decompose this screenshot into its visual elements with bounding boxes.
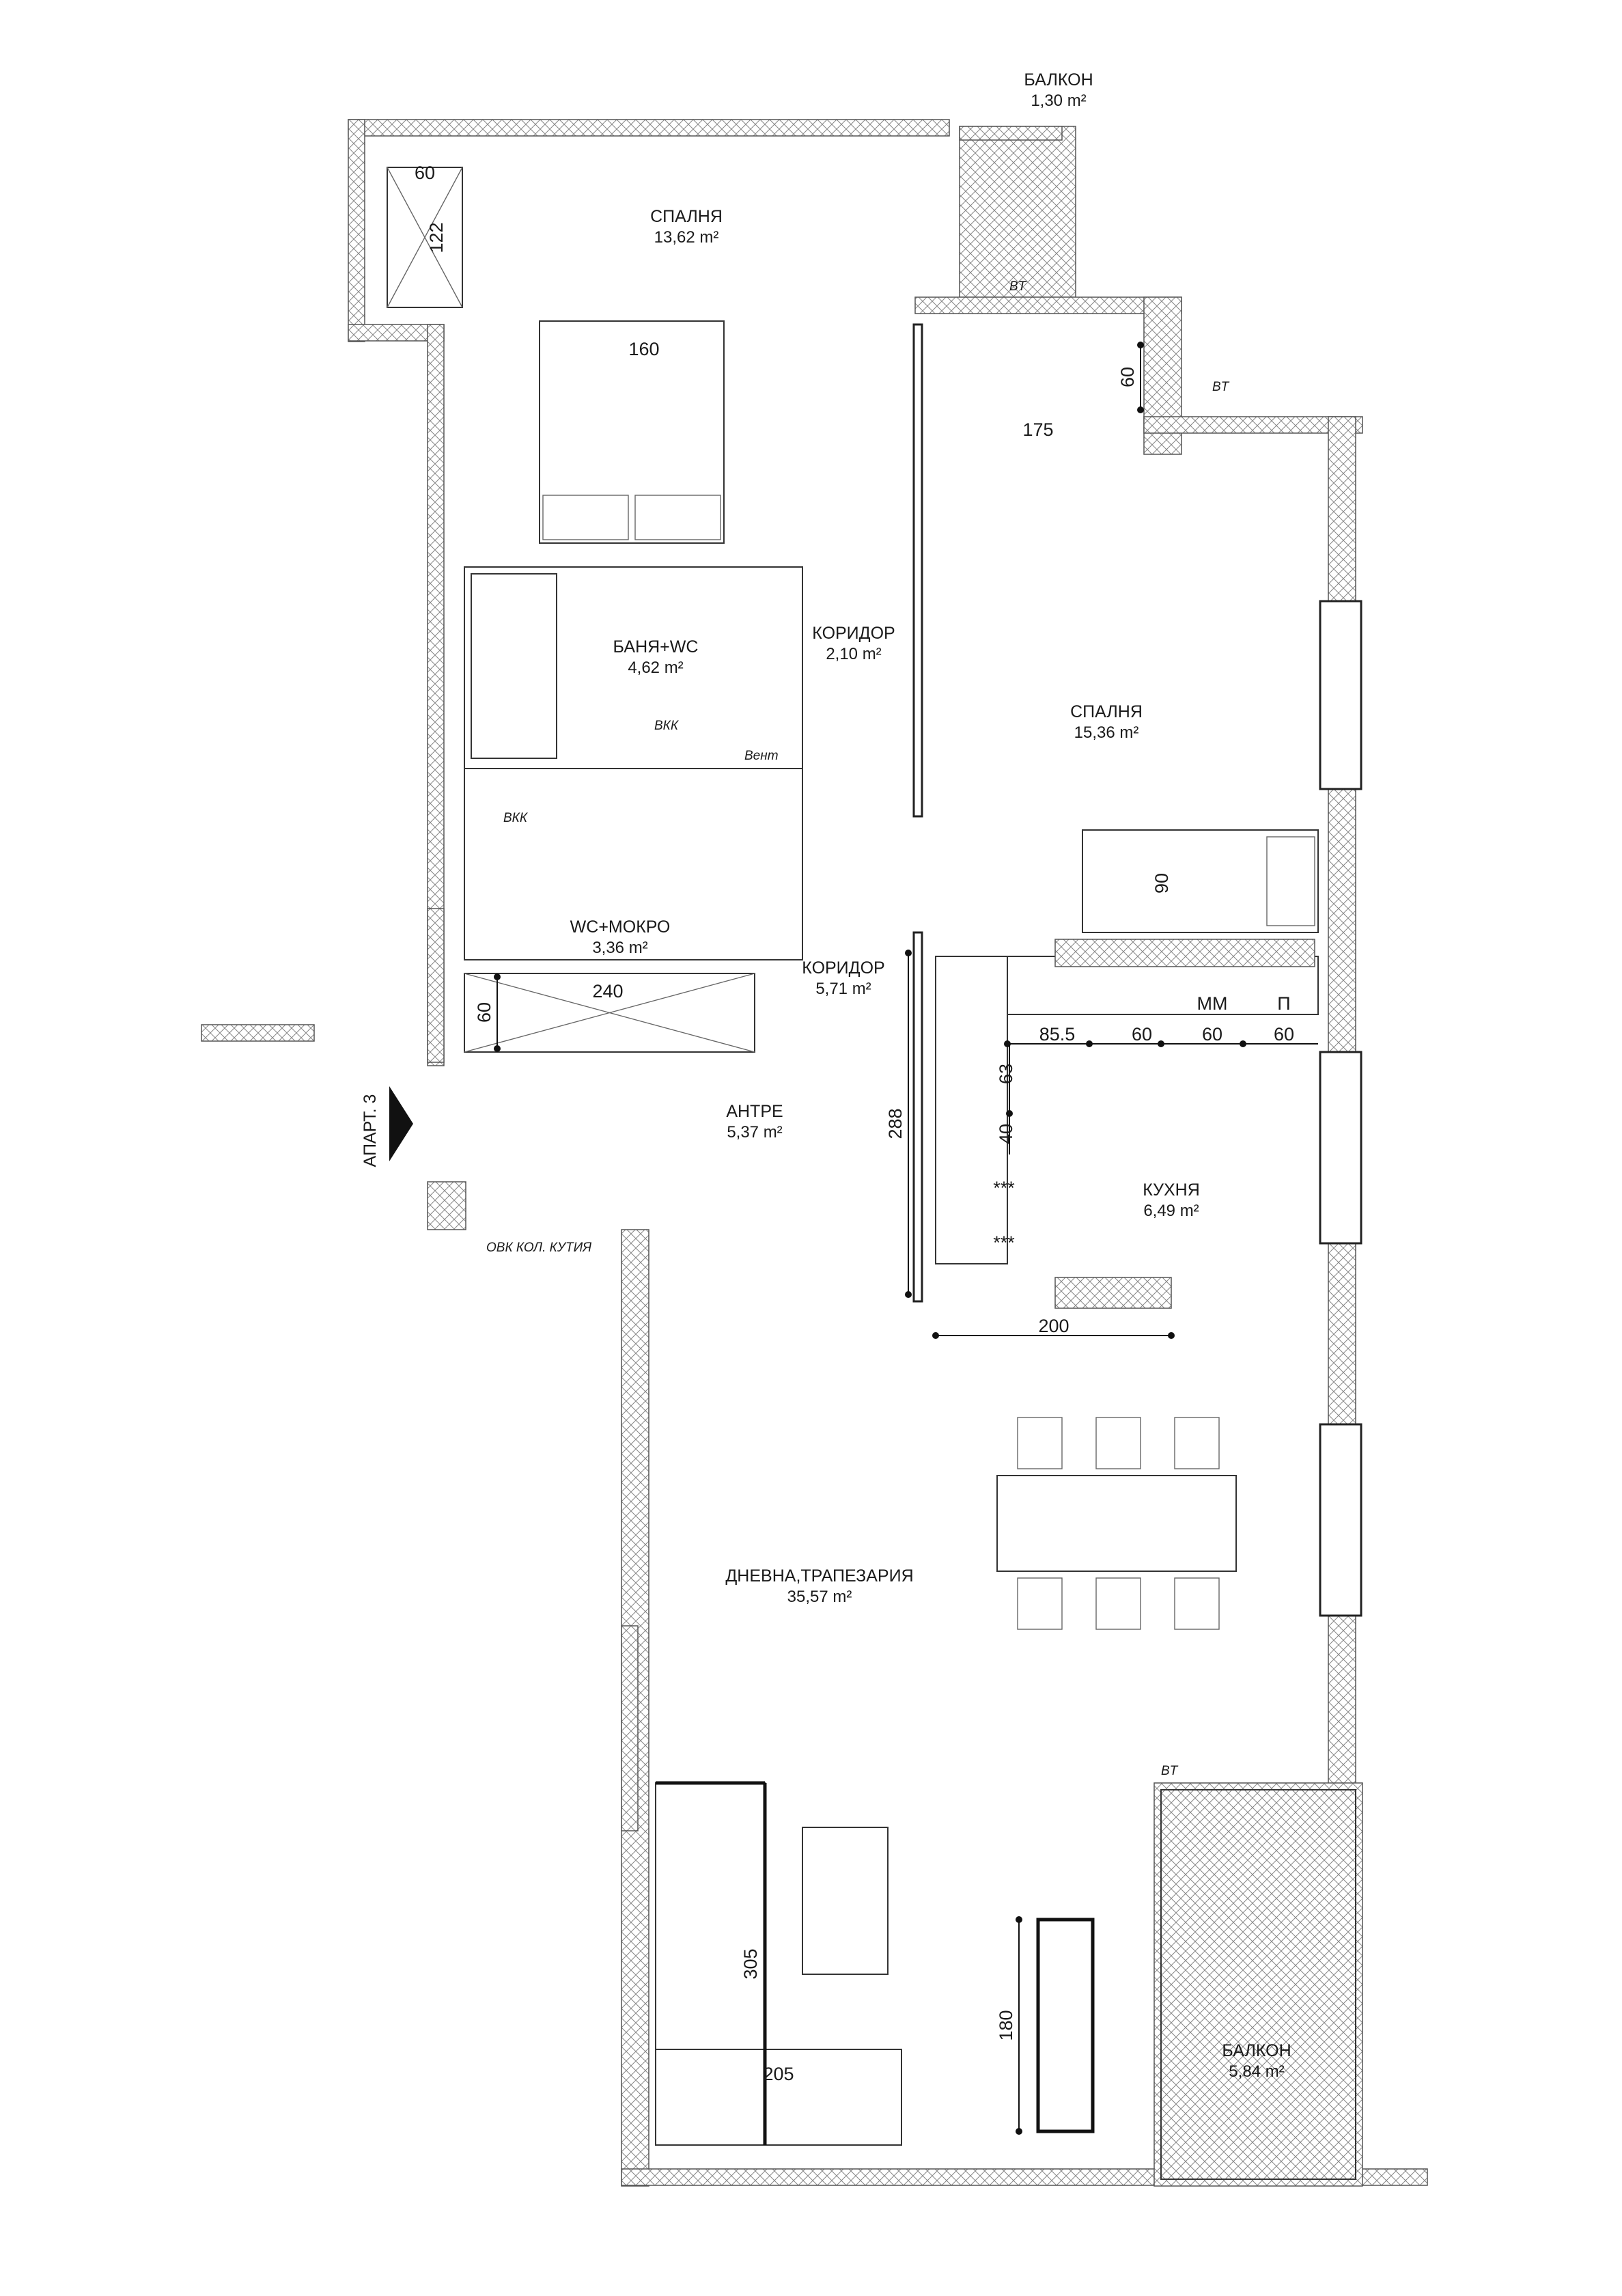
corridor-2-name: КОРИДОР [802,958,884,978]
dimension-labels: 60 122 160 60 175 90 240 60 85.5 60 60 6… [415,163,1318,2135]
dim-122: 122 [426,222,447,253]
dim-60-b: 60 [1202,1024,1222,1045]
vkk-label-2: ВКК [503,811,529,825]
dim-60-top: 60 [415,163,435,183]
apartment-label: АПАРТ. 3 [361,1094,380,1167]
balcony-bottom-area: 5,84 m² [1229,2062,1284,2081]
hall-name: АНТРЕ [726,1102,783,1121]
living-area: 35,57 m² [787,1588,852,1606]
ovk-label: ОВК КОЛ. КУТИЯ [486,1241,591,1255]
entrance-arrow-icon [389,1086,413,1161]
wc-area: 3,36 m² [592,939,647,957]
room-label-wc: WC+МОКРО 3,36 m² [570,917,671,957]
dim-205: 205 [763,2064,794,2084]
bt-label-3: BT [1161,1764,1179,1778]
bt-label-1: BT [1009,279,1027,294]
label-mm: ММ [1197,993,1228,1014]
dim-60-wardrobe: 60 [1117,367,1138,387]
bathroom-area: 4,62 m² [628,659,683,677]
room-label-corridor-1: КОРИДОР 2,10 m² [812,624,895,663]
room-label-bathroom: БАНЯ+WC 4,62 m² [613,637,699,677]
exterior-walls [201,119,1428,2187]
room-label-kitchen: КУХНЯ 6,49 m² [1143,1180,1200,1220]
vkk-label-1: ВКК [654,719,680,733]
apartment-entrance-marker: АПАРТ. 3 [361,1086,413,1167]
dim-40: 40 [996,1124,1016,1144]
dim-175: 175 [1022,419,1053,440]
dim-305: 305 [740,1948,761,1979]
hall-area: 5,37 m² [727,1123,782,1142]
dim-63: 63 [996,1064,1016,1084]
room-label-corridor-2: КОРИДОР 5,71 m² [802,958,884,998]
bedroom-2-area: 15,36 m² [1074,723,1139,742]
room-label-hall: АНТРЕ 5,37 m² [726,1102,783,1142]
wc-name: WC+МОКРО [570,917,671,937]
bedroom-2-name: СПАЛНЯ [1070,702,1143,721]
room-label-balcony-bottom: БАЛКОН 5,84 m² [1222,2041,1291,2081]
room-label-balcony-top: БАЛКОН 1,30 m² [1024,70,1093,110]
balcony-bottom-name: БАЛКОН [1222,2041,1291,2060]
bedroom-1-area: 13,62 m² [654,228,719,247]
dim-85-5: 85.5 [1039,1024,1076,1045]
bathroom-name: БАНЯ+WC [613,637,699,656]
dim-60-hall: 60 [474,1002,494,1023]
dim-240: 240 [592,981,623,1001]
dim-160: 160 [628,339,659,359]
dim-60-a: 60 [1132,1024,1152,1045]
dim-200: 200 [1038,1316,1069,1336]
dim-90: 90 [1151,873,1172,894]
corridor-1-area: 2,10 m² [826,645,881,663]
living-name: ДНЕВНА,ТРАПЕЗАРИЯ [725,1566,913,1586]
kitchen-name: КУХНЯ [1143,1180,1200,1200]
kitchen-area: 6,49 m² [1143,1202,1199,1220]
annotation-notes: BT BT BT ВКК ВКК Вент ОВК КОЛ. КУТИЯ ***… [486,279,1230,1778]
stars-label-1: *** [993,1178,1015,1198]
vent-label: Вент [744,749,779,763]
bt-label-2: BT [1212,380,1230,394]
room-label-bedroom-2: СПАЛНЯ 15,36 m² [1070,702,1143,742]
corridor-2-area: 5,71 m² [815,980,871,998]
label-p: П [1277,993,1290,1014]
balcony-top-area: 1,30 m² [1031,92,1086,110]
corridor-1-name: КОРИДОР [812,624,895,643]
dim-288: 288 [885,1108,906,1139]
dim-180: 180 [996,2010,1016,2041]
room-label-bedroom-1: СПАЛНЯ 13,62 m² [650,207,723,247]
stars-label-2: *** [993,1232,1015,1253]
dim-60-c: 60 [1274,1024,1294,1045]
room-label-living: ДНЕВНА,ТРАПЕЗАРИЯ 35,57 m² [725,1566,913,1606]
balcony-top-name: БАЛКОН [1024,70,1093,89]
bedroom-1-name: СПАЛНЯ [650,207,723,226]
